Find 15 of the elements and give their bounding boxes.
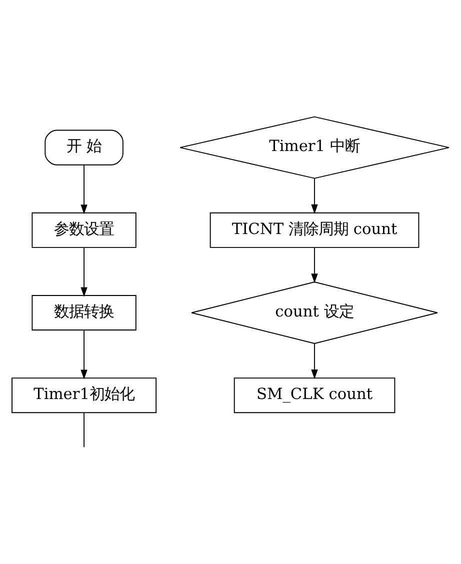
arrow [80,246,88,296]
arrow [311,178,318,214]
arrow [80,329,88,379]
node-box: SM_CLK count [234,377,396,413]
node-diamond: Timer1 中断 [180,116,450,178]
node-box: 数据转换 [32,294,136,330]
connector [84,412,85,448]
node-diamond: count 设定 [191,281,438,344]
node-box: 开 始 [44,129,124,165]
node-box: TICNT 清除周期 count [210,212,420,248]
node-box: Timer1初始化 [12,377,157,413]
node-box: 参数设置 [32,212,136,248]
arrow [311,246,318,283]
arrow [311,342,318,379]
arrow [80,164,88,214]
